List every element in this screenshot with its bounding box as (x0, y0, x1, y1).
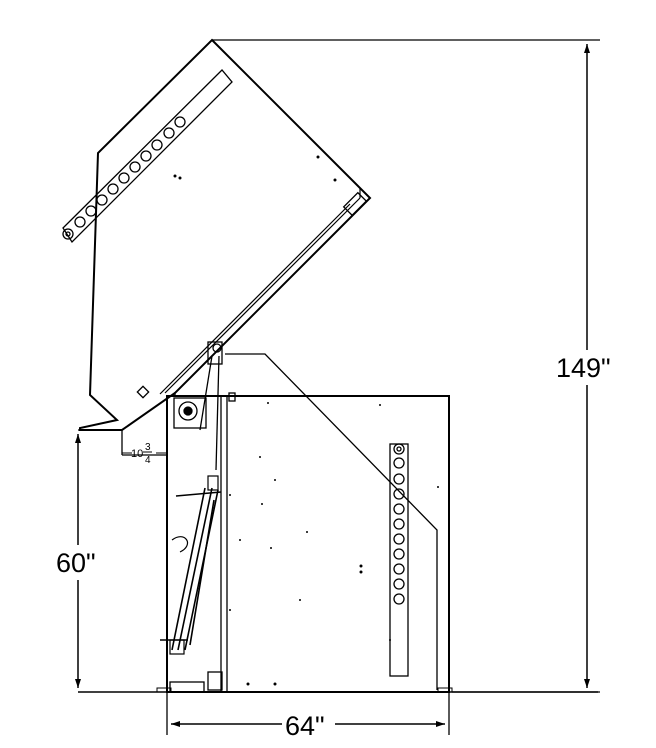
load-height-dimension (75, 429, 122, 688)
offset-dimension (122, 451, 167, 454)
side-adjustment-bar (389, 443, 409, 677)
diagonal-guide (225, 353, 438, 690)
load-height-label: 60" (56, 548, 96, 578)
tilted-hopper (62, 38, 372, 431)
overall-height-dimension (212, 39, 600, 693)
offset-whole-label: 10 (131, 448, 143, 460)
lift-cylinder (160, 475, 222, 655)
width-dimension (166, 692, 450, 735)
width-label: 64" (285, 711, 325, 741)
hopper-holes (62, 116, 186, 240)
overall-height-label: 149" (556, 353, 611, 383)
cabinet-body (156, 395, 453, 693)
offset-numerator-label: 3 (145, 442, 151, 453)
offset-denominator-label: 4 (145, 455, 151, 466)
hinge-assembly (173, 341, 236, 471)
